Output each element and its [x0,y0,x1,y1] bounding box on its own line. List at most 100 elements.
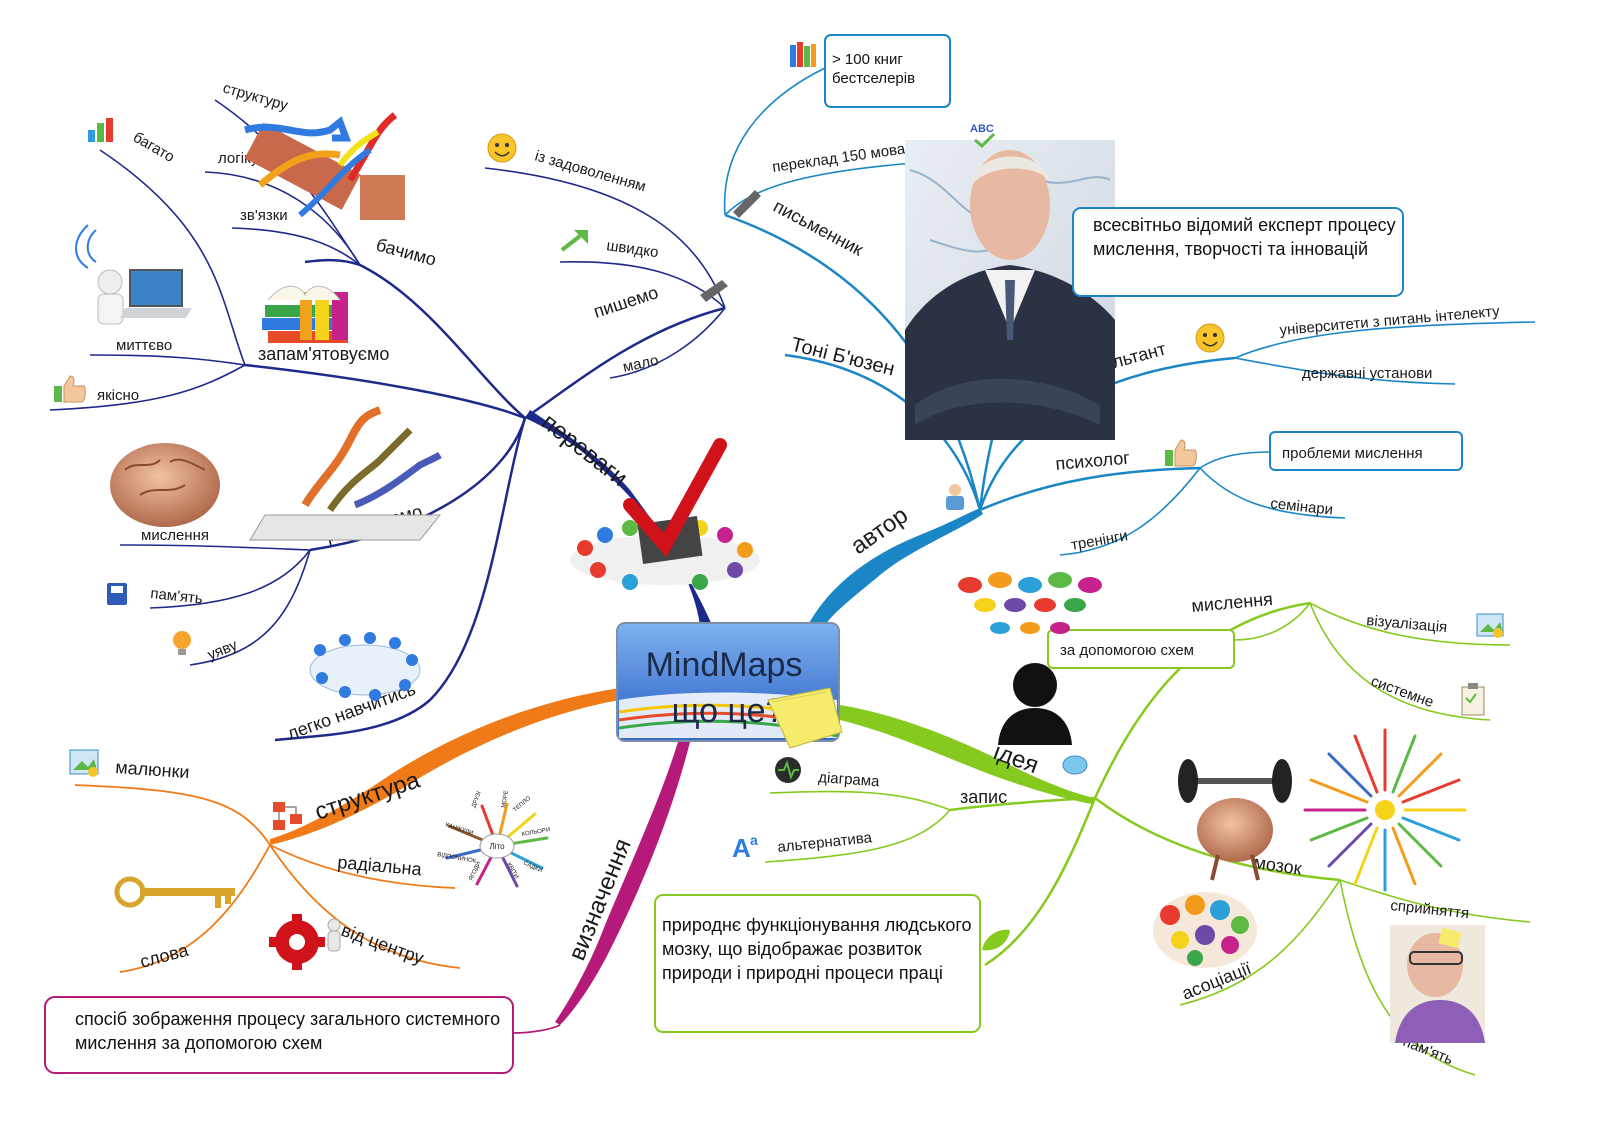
record-label: запис [960,787,1007,807]
speech-bubbles-illustration [958,572,1102,745]
link-little-leaf [609,307,726,379]
link-instantly-leaf [89,354,246,366]
link-pleasure-leaf [484,167,726,309]
structure-item: структуру [221,80,290,115]
connections-item: зв'язки [240,207,288,224]
problems-text: проблеми мислення [1282,445,1423,462]
link-brain [1094,797,1341,882]
checkmark-illustration [570,438,760,590]
system-item: системне [1369,673,1436,711]
thumbs-up-icon [54,375,86,403]
expert-box: всесвітньо відомий експерт процесу мисле… [1072,207,1404,297]
leaf-icon [982,929,1010,951]
picture-icon-visual [1476,613,1504,638]
link-pictures-leaf [74,784,271,846]
idea-leaves [764,602,1531,1076]
schemes-box: за допомогою схем [1047,629,1235,669]
hierarchy-icon [273,802,302,830]
link-many-leaf [99,149,246,366]
link-remember [244,363,526,420]
pen-icon [700,280,728,302]
link-seminars-leaf [1199,467,1346,519]
remember-label: запам'ятовуємо [258,344,389,364]
pictures-item: малюнки [115,757,190,782]
see-label: бачимо [374,235,438,270]
center-node[interactable]: MindMaps що це? [616,622,843,749]
expert-text: всесвітньо відомий експерт процесу мисле… [1093,215,1396,259]
growth-chart-illustration [249,406,442,541]
svg-text:A: A [732,833,751,863]
pen-icon-writer [733,190,761,218]
books-illustration [262,285,348,343]
thinking-man-photo [1390,925,1485,1043]
svg-text:ABC: ABC [970,123,994,135]
link-quality-leaf [49,364,246,411]
link-problems-leaf [1199,451,1271,469]
doctor-icon [946,484,964,510]
institutions-item: державні установи [1302,365,1432,382]
radial-word: КАНІКУЛИ [444,822,473,837]
thinking-idea-label: мислення [1191,589,1274,616]
fast-item: швидко [605,237,659,261]
universities-item: університети з питань інтелекту [1279,303,1501,339]
smiley-icon [487,133,517,163]
svg-text:a: a [750,832,758,848]
link-system-leaf [1309,602,1491,721]
heartbeat-icon [775,757,801,783]
link-books-leaf [723,67,826,216]
psychologist-label: психолог [1055,448,1131,474]
portrait-photo [905,140,1115,440]
abc-check-icon: ABC [970,123,996,149]
nature-box: природнє функціонування людського мозку,… [654,894,981,1033]
structure-leaves [74,784,461,973]
branch-structure [270,688,620,845]
radial-word: КОЛЬОРИ [521,827,550,838]
perception-item: сприйняття [1390,897,1470,922]
problems-box: проблеми мислення [1269,431,1463,471]
link-center-leaf [269,844,461,969]
link-schemes-leaf [1234,602,1311,641]
write-label: пишемо [591,282,661,322]
thumbs-up-psychologist-icon [1165,439,1197,467]
radial-center-word: Літо [489,842,505,851]
definition-text: спосіб зображення процесу загального сис… [75,1009,501,1053]
link-thinking [1093,601,1311,799]
radial-word: ДРУЗІ [471,790,483,808]
link-universities-leaf [1234,321,1536,359]
arrows-bricks-illustration [244,112,405,220]
branch-author [808,508,983,630]
advantages-label: переваги [536,408,632,491]
words-item: слова [138,940,192,972]
chat-bubble-icon [1062,755,1088,775]
link-definition-box [512,1024,561,1034]
structure-label: структура [312,766,424,825]
link-write [524,306,726,420]
quality-item: якісно [97,387,139,404]
floppy-disk-icon [107,583,127,605]
barbell-brain-illustration [1178,759,1292,881]
smiley-consultant-icon [1195,323,1225,353]
bar-chart-icon [88,118,113,142]
little-item: мало [621,352,660,376]
pleasure-item: із задоволенням [533,148,648,196]
trend-up-icon [560,230,588,252]
meeting-illustration [309,632,421,701]
memory-item: пам'ять [150,585,204,607]
link-visual-leaf [1309,602,1511,646]
link-institutions-leaf [1234,357,1456,385]
font-size-icon: A a [732,832,758,863]
link-logic-leaf [204,171,361,266]
link-psychologist [979,466,1201,512]
center-question: що це? [672,692,785,730]
books-box: > 100 книг бестселерів [824,34,951,108]
lightbulb-icon [173,631,191,655]
definition-box: спосіб зображення процесу загального сис… [44,996,514,1074]
nature-text: природнє функціонування людського мозку,… [662,915,972,983]
branch-definition [555,742,690,1025]
link-easy [274,417,527,742]
seminars-item: семінари [1270,495,1334,518]
advantages-leaves [49,99,726,666]
laptop-person-illustration [75,224,192,325]
diagram-item: діаграма [818,769,881,790]
link-thinking-leaf [119,544,311,551]
